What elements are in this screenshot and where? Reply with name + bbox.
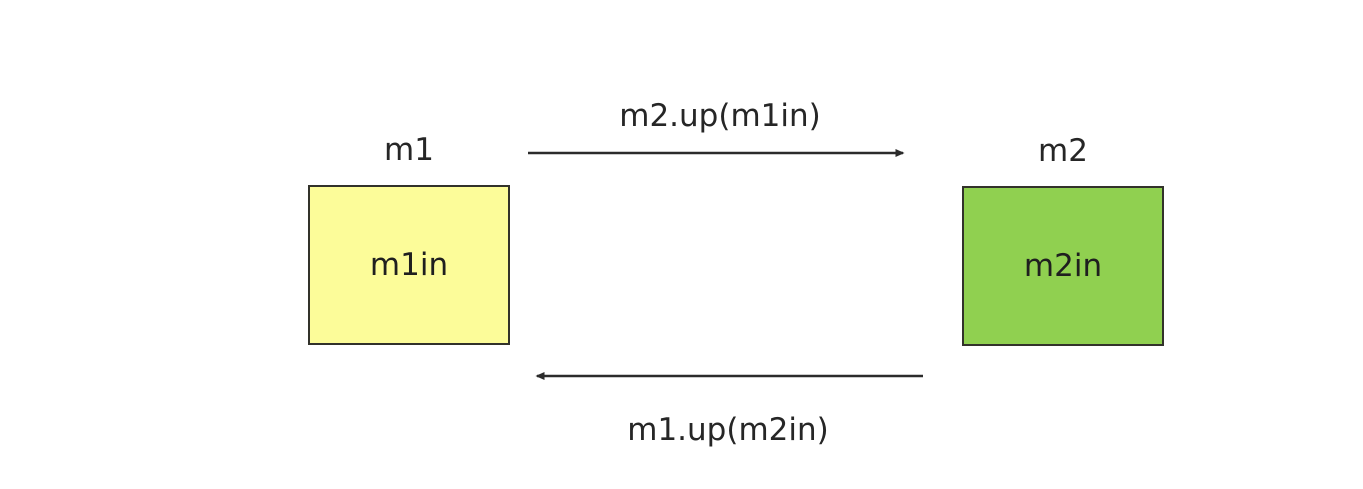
node-m2: m2in <box>962 186 1164 346</box>
node-m2-label: m2in <box>1023 248 1103 284</box>
node-m1-label: m1in <box>369 247 449 283</box>
node-m1-title: m1 <box>384 132 434 168</box>
arrow-bottom-label: m1.up(m2in) <box>627 412 829 448</box>
node-m2-title: m2 <box>1038 133 1088 169</box>
arrow-top-label: m2.up(m1in) <box>619 98 821 134</box>
node-m1: m1in <box>308 185 510 345</box>
